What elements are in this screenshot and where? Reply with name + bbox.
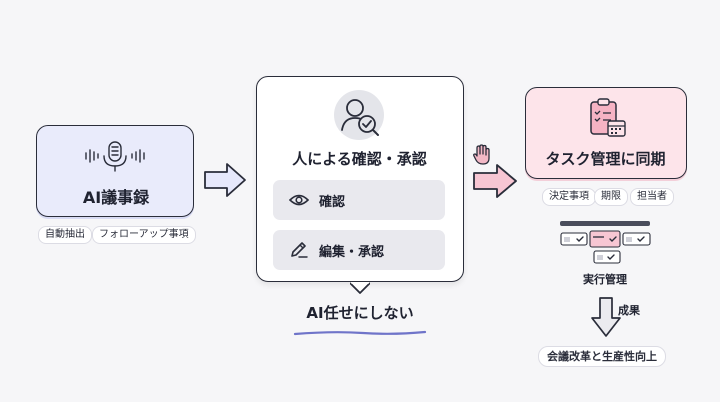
- microphone-icon: [80, 139, 150, 177]
- card-pointer: [349, 279, 371, 298]
- human-review-card: 人による確認・承認 確認 編集・承認: [256, 76, 464, 282]
- task-sync-card: タスク管理に同期: [525, 87, 687, 179]
- arrow-right-icon: [203, 162, 247, 202]
- step-edit-approve: 編集・承認: [273, 230, 445, 270]
- user-check-icon: [333, 89, 385, 145]
- tag-assignee: 担当者: [630, 188, 674, 206]
- caption-underline: [293, 322, 427, 341]
- caption-no-ai-only: AI任せにしない: [306, 304, 414, 322]
- ai-minutes-title: AI議事録: [82, 188, 150, 207]
- arrow-right-pink-icon: [472, 163, 518, 203]
- tag-follow-up: フォローアップ事項: [92, 226, 196, 244]
- step-confirm: 確認: [273, 180, 445, 220]
- clipboard-calendar-icon: [588, 97, 628, 143]
- arrow-down-icon: [590, 296, 622, 342]
- ai-minutes-card: AI議事録: [36, 125, 194, 217]
- hand-stop-icon: [472, 144, 492, 170]
- task-sync-title: タスク管理に同期: [545, 150, 666, 168]
- human-review-title: 人による確認・承認: [292, 150, 427, 168]
- eye-icon: [289, 194, 309, 206]
- tag-deadline: 期限: [594, 188, 628, 206]
- step-confirm-label: 確認: [319, 194, 346, 210]
- tag-decisions: 決定事項: [542, 188, 596, 206]
- step-edit-approve-label: 編集・承認: [319, 244, 385, 260]
- results-label: 成果: [618, 304, 640, 317]
- outcome-box: 会議改革と生産性向上: [538, 346, 666, 367]
- task-board-icon: [558, 221, 654, 271]
- pencil-icon: [291, 242, 308, 258]
- exec-label: 実行管理: [583, 273, 627, 286]
- tag-auto-extract: 自動抽出: [38, 226, 92, 244]
